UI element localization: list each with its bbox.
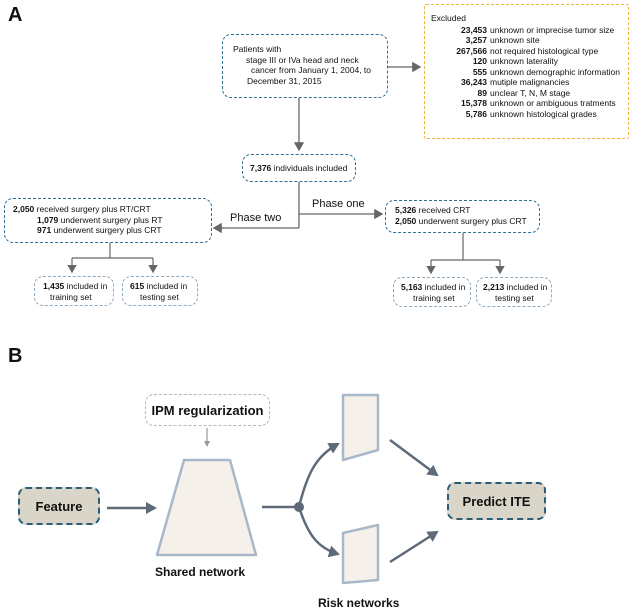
phase-two-line-1: 2,050 received surgery plus RT/CRT xyxy=(13,204,211,215)
predict-ite-box: Predict ITE xyxy=(447,482,546,520)
p2-training-text-1: included in xyxy=(66,281,108,291)
patients-line-3: cancer from January 1, 2004, to xyxy=(251,65,372,75)
phase-two-box: 2,050 received surgery plus RT/CRT 1,079… xyxy=(4,198,212,243)
phase-two-count-1: 2,050 xyxy=(13,204,35,214)
risk-network-top-shape xyxy=(341,393,380,462)
phase-two-count-2: 1,079 xyxy=(37,214,59,225)
p1-training-text-1: included in xyxy=(424,282,466,292)
included-box: 7,376 individuals included xyxy=(242,154,356,182)
risk-networks-caption: Risk networks xyxy=(318,596,400,610)
phase-one-text-2: underwent surgery plus CRT xyxy=(418,215,527,226)
phase-one-text-1: received CRT xyxy=(418,205,471,215)
panel-a-label: A xyxy=(8,4,23,26)
risk-bottom-to-predict xyxy=(389,530,439,564)
ipm-regularization-box: IPM regularization xyxy=(145,394,270,426)
branch-up-arrow xyxy=(297,442,340,508)
excluded-reason: not required histological type xyxy=(490,45,599,56)
excluded-count: 89 xyxy=(477,87,487,98)
p2-testing-text-1: included in xyxy=(146,281,188,291)
phase-two-text-2: underwent surgery plus RT xyxy=(60,214,163,225)
p1-training-count: 5,163 xyxy=(401,282,423,292)
p2-testing-line-1: 615 included in xyxy=(130,281,197,292)
excluded-reason: unclear T, N, M stage xyxy=(490,87,571,98)
phase-two-label: Phase two xyxy=(230,212,282,224)
patients-box: Patients with stage III or IVa head and … xyxy=(222,34,388,98)
p2-testing-text-2: testing set xyxy=(140,291,179,302)
excluded-reason: unknown or imprecise tumor size xyxy=(490,24,615,35)
shared-network-caption: Shared network xyxy=(155,565,246,579)
branch-down-arrow xyxy=(297,506,340,558)
p1-testing-box: 2,213 included in testing set xyxy=(476,277,552,307)
excluded-count: 15,378 xyxy=(461,98,487,108)
p1-training-box: 5,163 included in training set xyxy=(393,277,471,307)
excluded-title: Excluded xyxy=(431,13,466,23)
risk-network-bottom-shape xyxy=(341,523,380,585)
feature-box: Feature xyxy=(18,487,100,525)
phase-one-count-2: 2,050 xyxy=(395,215,417,226)
p2-testing-box: 615 included in testing set xyxy=(122,276,198,306)
phase-two-text-1: received surgery plus RT/CRT xyxy=(36,204,151,214)
p1-testing-count: 2,213 xyxy=(483,282,505,292)
excluded-count: 120 xyxy=(472,56,487,66)
excluded-count: 36,243 xyxy=(461,77,487,87)
p1-testing-text-2: testing set xyxy=(495,292,534,303)
phase-two-count-3: 971 xyxy=(37,225,52,235)
phase-one-label: Phase one xyxy=(312,198,365,210)
risk-top-to-predict xyxy=(389,438,439,477)
phase-one-line-1: 5,326 received CRT xyxy=(395,205,539,216)
phase-one-count-1: 5,326 xyxy=(395,205,417,215)
excluded-count: 23,453 xyxy=(461,24,487,35)
p1-training-line-1: 5,163 included in xyxy=(401,282,470,293)
phase-one-line-2: 2,050 underwent surgery plus CRT xyxy=(395,216,539,227)
patients-line-1: Patients with xyxy=(233,44,282,54)
phase-two-line-3: 971 underwent surgery plus CRT xyxy=(13,225,211,236)
p2-training-line-1: 1,435 included in xyxy=(43,281,113,292)
excluded-count: 267,566 xyxy=(456,45,487,56)
p2-training-count: 1,435 xyxy=(43,281,65,291)
panel-b-graphics xyxy=(107,393,439,585)
panel-b-label: B xyxy=(8,345,23,367)
excluded-reason: unknown laterality xyxy=(490,56,559,66)
included-count: 7,376 xyxy=(250,163,272,173)
excluded-reason: unknown or ambiguous tratments xyxy=(490,98,616,108)
shared-network-shape xyxy=(155,458,258,557)
excluded-count: 555 xyxy=(472,66,487,77)
excluded-reason: mutiple malignancies xyxy=(490,77,570,87)
p1-training-text-2: training set xyxy=(413,292,455,303)
phase-one-box: 5,326 received CRT 2,050 underwent surge… xyxy=(385,200,540,233)
p2-training-box: 1,435 included in training set xyxy=(34,276,114,306)
excluded-count: 5,786 xyxy=(465,108,487,119)
excluded-reason: unknown site xyxy=(490,35,540,45)
p1-testing-line-1: 2,213 included in xyxy=(483,282,551,293)
panel-a-arrows xyxy=(67,61,505,275)
included-text: individuals included xyxy=(273,163,348,173)
patients-line-4: December 31, 2015 xyxy=(247,75,322,86)
phase-two-text-3: underwent surgery plus CRT xyxy=(53,225,162,235)
excluded-count: 3,257 xyxy=(465,35,487,45)
p2-training-text-2: training set xyxy=(50,291,92,302)
p2-testing-count: 615 xyxy=(130,281,145,291)
p1-testing-text-1: included in xyxy=(506,282,548,292)
excluded-reason: unknown demographic information xyxy=(490,66,620,77)
patients-line-2: stage III or IVa head and neck xyxy=(246,54,359,65)
excluded-reason: unknown histological grades xyxy=(490,108,597,119)
phase-two-line-2: 1,079 underwent surgery plus RT xyxy=(13,215,211,226)
